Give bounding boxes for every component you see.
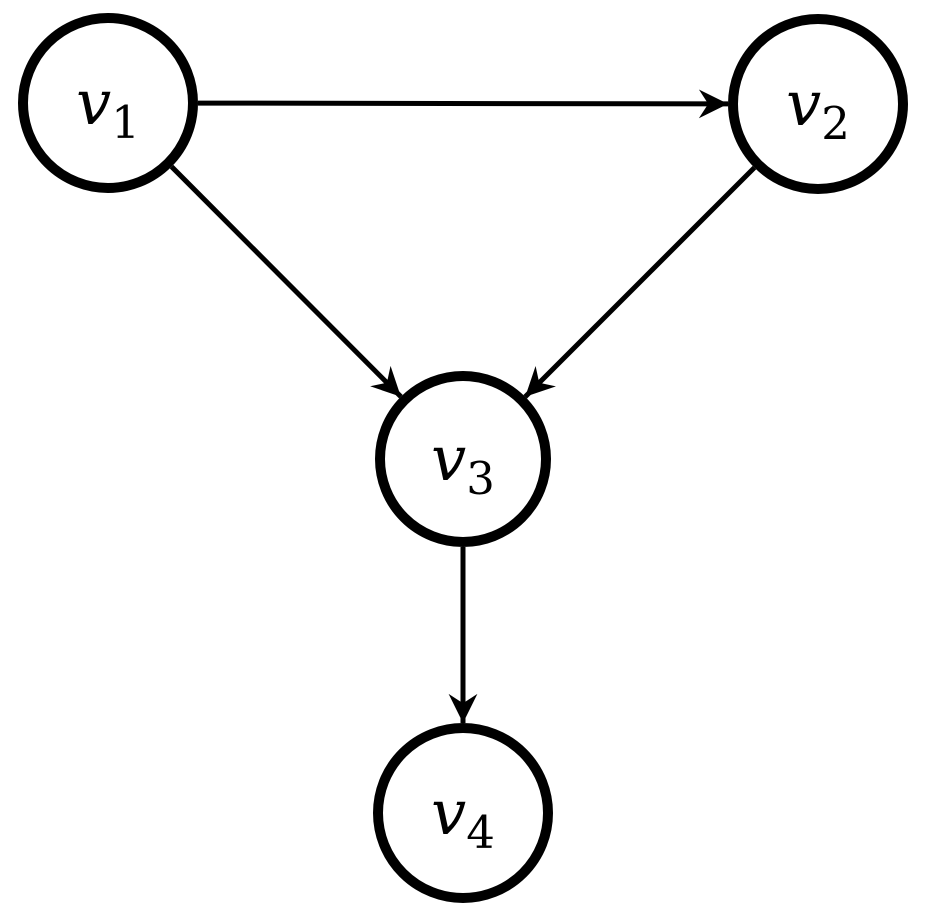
node-label-v3: v3 — [431, 422, 495, 505]
node-label-base: v — [431, 422, 466, 495]
node-circle-v1 — [18, 13, 198, 193]
node-label-base: v — [786, 67, 821, 140]
node-label-subscript: 3 — [466, 452, 495, 505]
node-label-subscript: 4 — [466, 806, 495, 859]
node-v3: v3 — [375, 371, 551, 547]
node-v1: v1 — [18, 13, 198, 193]
node-circle-v3 — [375, 371, 551, 547]
node-label-v2: v2 — [786, 67, 850, 150]
node-label-v4: v4 — [431, 776, 495, 859]
node-label-base: v — [431, 776, 466, 849]
edge-v2-v3 — [523, 165, 757, 399]
node-label-v1: v1 — [76, 66, 140, 149]
edges-layer — [169, 89, 757, 723]
node-circle-v4 — [373, 723, 553, 903]
node-v4: v4 — [373, 723, 553, 903]
edge-v1-v2 — [197, 89, 729, 119]
node-v2: v2 — [728, 14, 908, 194]
edge-v1-v3 — [169, 164, 403, 399]
node-label-subscript: 1 — [111, 96, 140, 149]
node-label-base: v — [76, 66, 111, 139]
node-circle-v2 — [728, 14, 908, 194]
node-label-subscript: 2 — [821, 97, 850, 150]
